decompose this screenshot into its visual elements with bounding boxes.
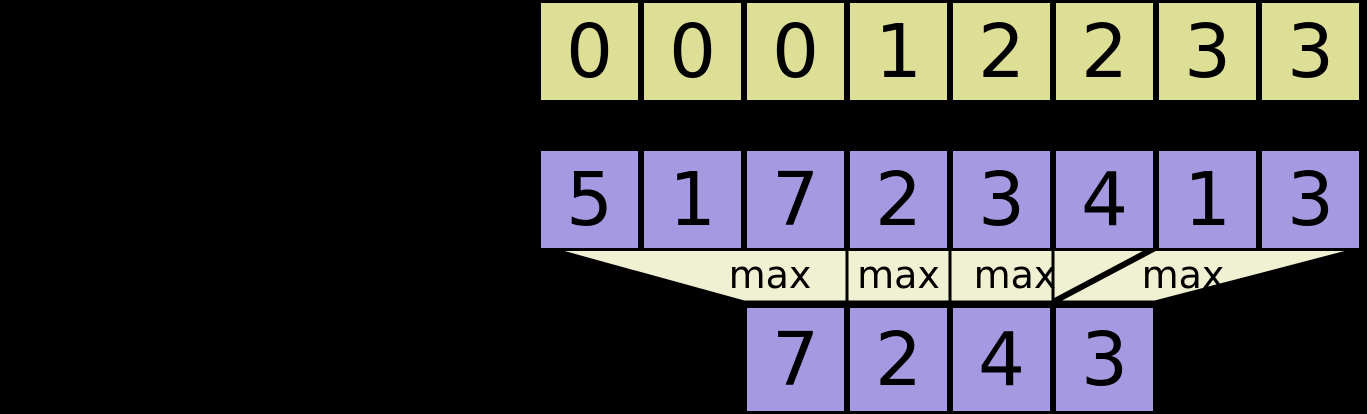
cell-value: 0 [668,8,717,95]
top-row-cell-6: 2 [1053,0,1156,103]
cell-value: 3 [977,156,1026,243]
top-row-cell-8: 3 [1259,0,1362,103]
bottom-row-cell-2: 2 [847,305,950,414]
cell-value: 1 [1183,156,1232,243]
top-row-cell-3: 0 [744,0,847,103]
bottom-row-cell-4: 3 [1053,305,1156,414]
top-row-cell-1: 0 [538,0,641,103]
middle-row-cell-1: 5 [538,148,641,251]
middle-row-cell-6: 4 [1053,148,1156,251]
top-row-cell-7: 3 [1156,0,1259,103]
cell-value: 0 [771,8,820,95]
middle-row-cell-3: 7 [744,148,847,251]
top-row-cell-5: 2 [950,0,1053,103]
cell-value: 4 [1080,156,1129,243]
cell-value: 2 [874,316,923,403]
cell-value: 7 [771,316,820,403]
cell-value: 3 [1183,8,1232,95]
middle-row-cell-7: 1 [1156,148,1259,251]
max-label-1: max [728,253,812,297]
cell-value: 2 [874,156,923,243]
cell-value: 4 [977,316,1026,403]
cell-value: 3 [1286,156,1335,243]
cell-value: 5 [565,156,614,243]
max-label-3: max [973,253,1057,297]
bottom-row-cell-3: 4 [950,305,1053,414]
cell-value: 1 [874,8,923,95]
middle-row-cell-5: 3 [950,148,1053,251]
cell-value: 3 [1286,8,1335,95]
middle-row-cell-2: 1 [641,148,744,251]
max-label-2: max [857,253,940,297]
cell-value: 1 [668,156,717,243]
cell-value: 3 [1080,316,1129,403]
cell-value: 7 [771,156,820,243]
middle-row-cell-8: 3 [1259,148,1362,251]
max-label-4: max [1141,253,1225,297]
middle-row-cell-4: 2 [847,148,950,251]
top-row-cell-4: 1 [847,0,950,103]
bottom-row-cell-1: 7 [744,305,847,414]
cell-value: 2 [977,8,1026,95]
cell-value: 2 [1080,8,1129,95]
cell-value: 0 [565,8,614,95]
top-row-cell-2: 0 [641,0,744,103]
